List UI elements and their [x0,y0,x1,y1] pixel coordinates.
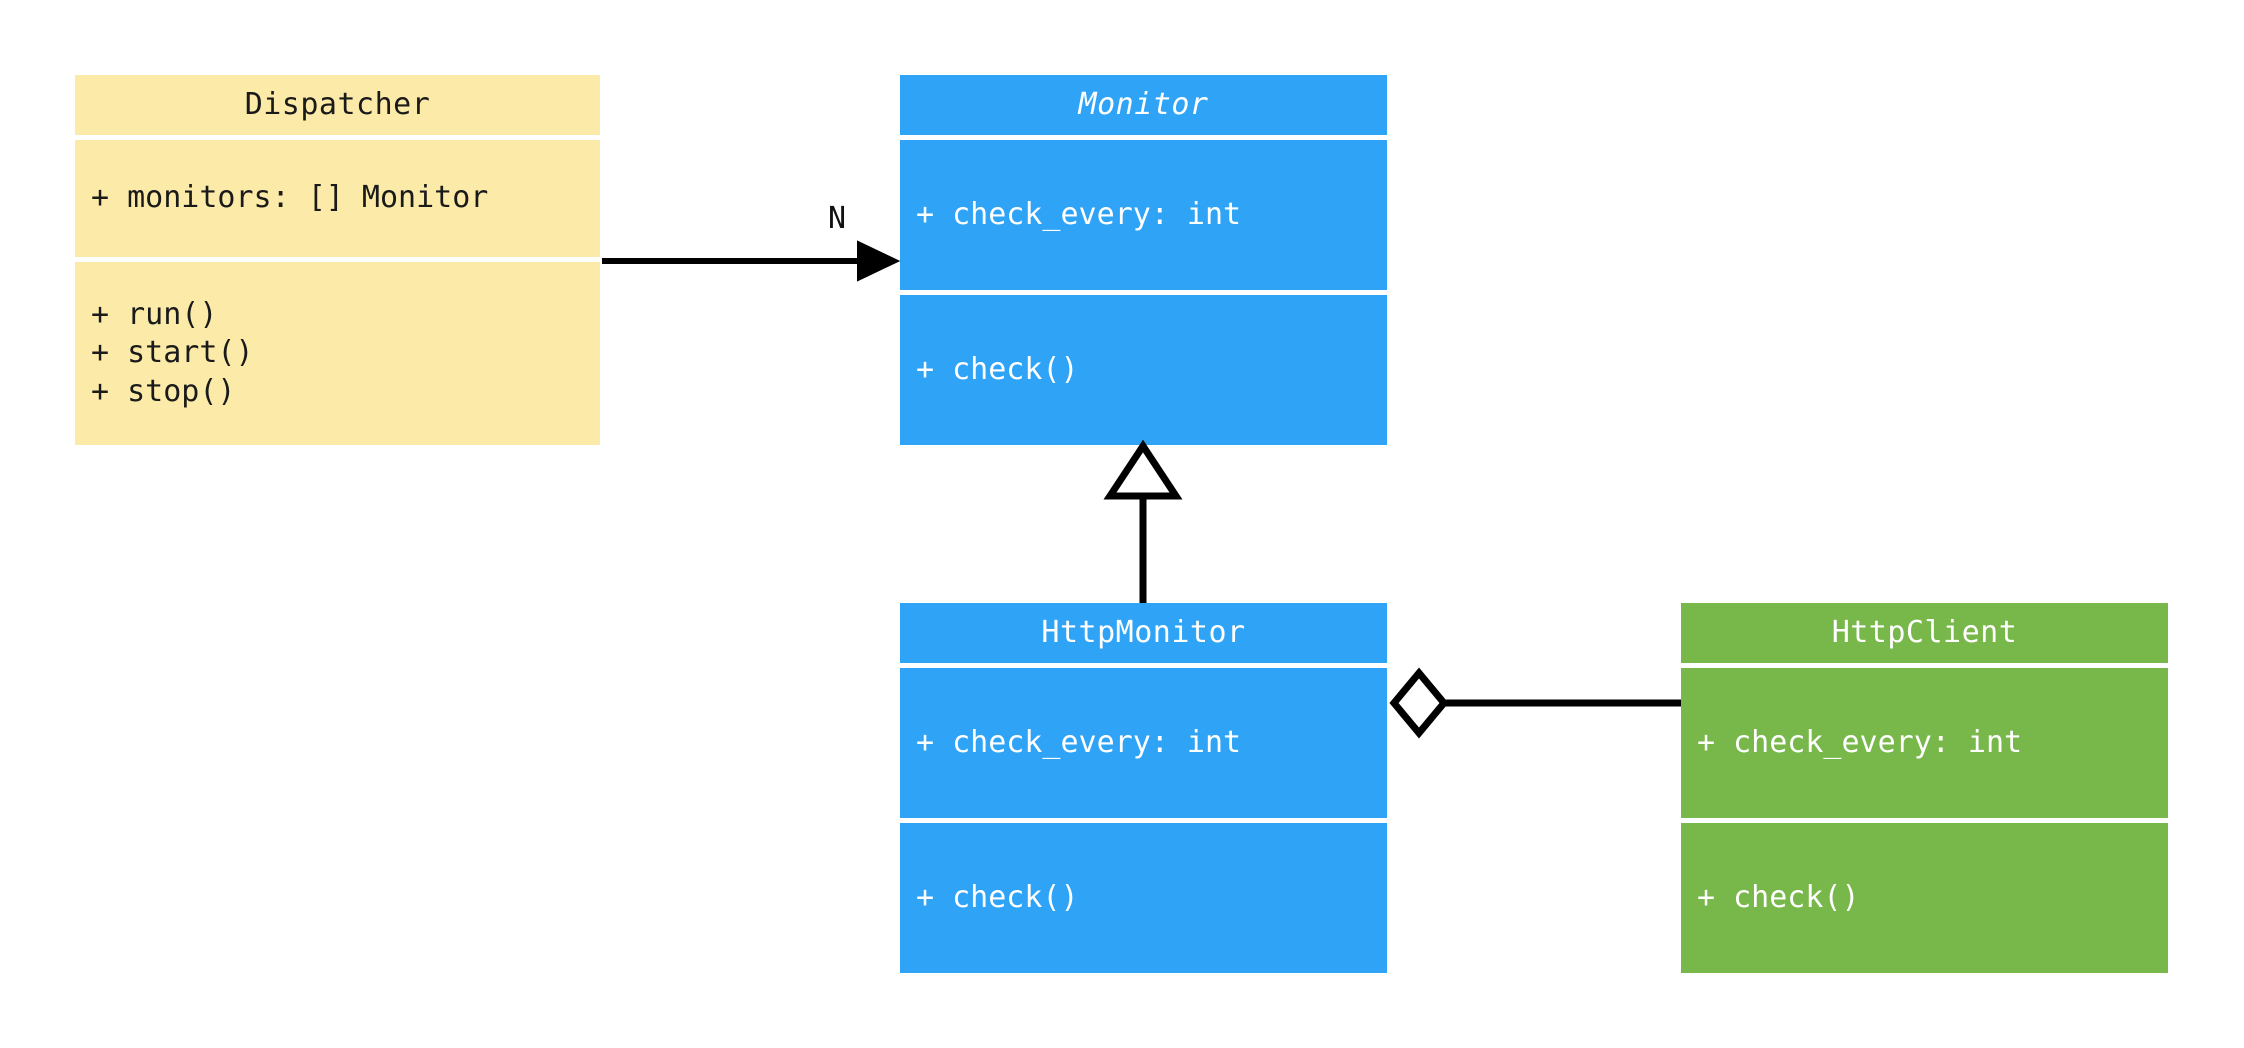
class-attributes-compartment: + check_every: int [1681,668,2168,818]
class-methods-compartment: + run() + start() + stop() [75,262,600,445]
method-row: + stop() [91,373,236,409]
class-box-httpmonitor[interactable]: HttpMonitor + check_every: int + check() [900,603,1387,973]
attribute-row: + check_every: int [916,724,1242,760]
class-name-monitor: Monitor [1078,86,1209,122]
multiplicity-label-n: N [828,201,847,236]
class-title-compartment: HttpClient [1681,603,2168,663]
class-title-compartment: HttpMonitor [900,603,1387,663]
class-title-compartment: Monitor [900,75,1387,135]
method-row: + check() [916,879,1079,915]
class-methods-compartment: + check() [1681,823,2168,973]
method-row: + start() [91,335,254,371]
class-attributes-compartment: + check_every: int [900,140,1387,290]
class-methods-compartment: + check() [900,823,1387,973]
class-methods-compartment: + check() [900,295,1387,445]
class-box-httpclient[interactable]: HttpClient + check_every: int + check() [1681,603,2168,973]
method-row: + run() [91,296,218,332]
aggregation-httpmonitor-httpclient-icon [1389,667,1681,739]
class-box-dispatcher[interactable]: Dispatcher + monitors: [] Monitor + run(… [75,75,600,445]
class-attributes-compartment: + monitors: [] Monitor [75,140,600,257]
attribute-row: + monitors: [] Monitor [91,180,489,216]
association-dispatcher-monitor-icon [602,240,901,282]
generalization-httpmonitor-monitor-icon [1103,439,1183,603]
class-box-monitor[interactable]: Monitor + check_every: int + check() [900,75,1387,445]
class-title-compartment: Dispatcher [75,75,600,135]
class-attributes-compartment: + check_every: int [900,668,1387,818]
class-name-httpmonitor: HttpMonitor [1041,614,1246,650]
attribute-row: + check_every: int [916,196,1242,232]
method-row: + check() [1697,879,1860,915]
attribute-row: + check_every: int [1697,724,2023,760]
class-name-dispatcher: Dispatcher [244,86,431,122]
method-row: + check() [916,351,1079,387]
class-name-httpclient: HttpClient [1831,614,2018,650]
